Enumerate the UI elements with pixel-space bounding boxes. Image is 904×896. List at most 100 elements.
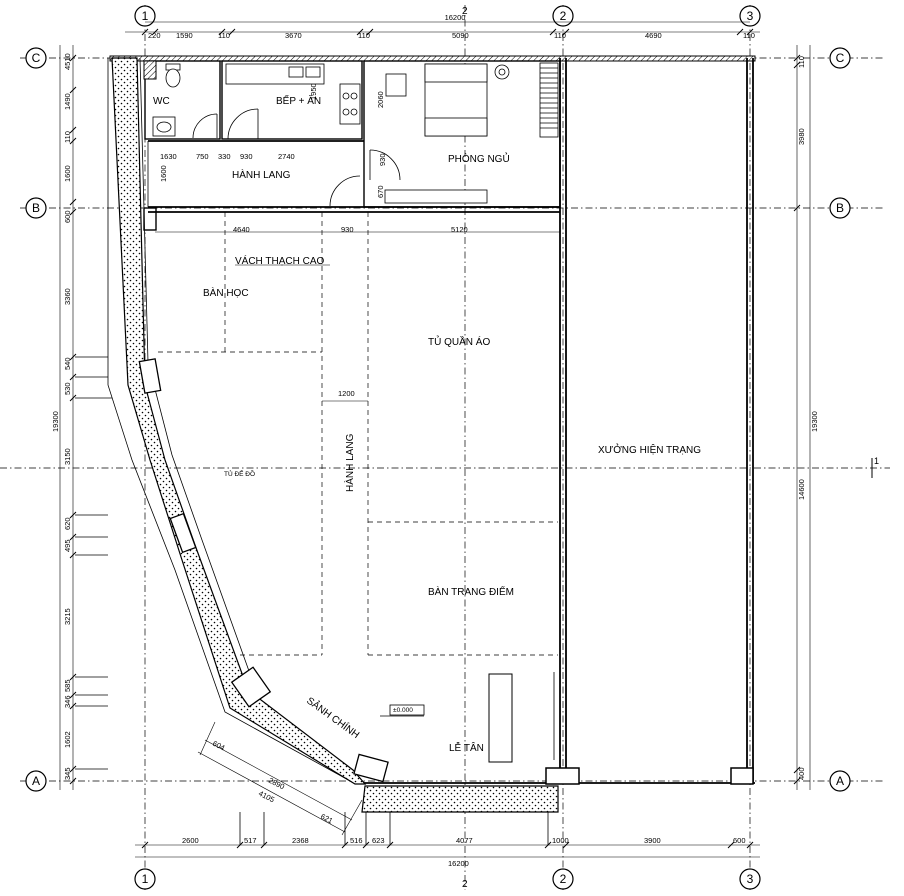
label-workshop: XƯỞNG HIỆN TRẠNG <box>598 443 701 456</box>
dim-left: 1490 <box>63 93 72 110</box>
dim-left: 345 <box>63 767 72 780</box>
dimension-tick <box>228 28 236 36</box>
dimension-tick <box>356 28 364 36</box>
label-wc: WC <box>153 96 170 107</box>
svg-text:1: 1 <box>142 872 149 886</box>
dimension-tick <box>793 54 801 62</box>
svg-text:2: 2 <box>462 879 468 890</box>
dimension-tick <box>793 61 801 69</box>
label-corridor-top: HÀNH LANG <box>232 168 291 181</box>
dim-bottom: 600 <box>733 836 746 845</box>
svg-text:1: 1 <box>874 456 879 466</box>
dimension-tick <box>69 533 77 541</box>
axis-bubble-1-bottom: 1 <box>134 868 156 890</box>
label-level: ±0.000 <box>393 707 413 714</box>
dim-interior: 2740 <box>278 152 295 161</box>
dim-left-total: 19300 <box>51 411 60 432</box>
dimension-tick <box>69 126 77 134</box>
axis-bubble-3-bottom: 3 <box>739 868 761 890</box>
dim-interior: 330 <box>218 152 231 161</box>
dim-interior: 1950 <box>309 83 318 100</box>
dim-left: 600 <box>63 210 72 223</box>
dimension-tick <box>141 28 149 36</box>
axis-bubble-a-right: A <box>829 770 851 792</box>
curved-facade-planter <box>75 57 559 845</box>
label-wardrobe: TỦ QUẦN ÁO <box>428 335 490 348</box>
label-reception: LỄ TÂN <box>449 741 484 754</box>
dimension-tick <box>69 765 77 773</box>
dimension-tick <box>366 28 374 36</box>
toilet-icon <box>165 63 181 88</box>
dim-left: 1600 <box>63 165 72 182</box>
dim-left: 3215 <box>63 608 72 625</box>
dimension-tick <box>736 28 744 36</box>
dim-left: 4510 <box>63 53 72 70</box>
dimension-tick <box>69 691 77 699</box>
dimension-texts: 16200 220 1590 110 3670 110 5090 110 469… <box>51 13 819 868</box>
dimension-tick <box>69 86 77 94</box>
dim-top: 110 <box>554 31 566 40</box>
svg-text:1: 1 <box>142 9 149 23</box>
dim-right-total: 19300 <box>810 411 819 432</box>
dim-interior: 750 <box>196 152 209 161</box>
axis-bubble-1-top: 1 <box>134 5 156 27</box>
axis-bubble-3-top: 3 <box>739 5 761 27</box>
dim-top: 1590 <box>176 31 193 40</box>
dimension-tick <box>793 777 801 785</box>
dimension-tick <box>746 841 754 849</box>
svg-text:B: B <box>32 201 40 215</box>
section-markers: 2 2 1 <box>462 6 879 890</box>
dimension-tick <box>746 28 754 36</box>
stove-icon <box>342 92 358 116</box>
axis-bubble-b-right: B <box>829 197 851 219</box>
dim-interior: 5120 <box>451 225 468 234</box>
dimension-tick <box>793 766 801 774</box>
top-rooms <box>143 60 561 213</box>
dim-diagonal: 4105 <box>257 789 276 805</box>
dim-bottom: 517 <box>244 836 257 845</box>
dim-right: 400 <box>797 767 806 780</box>
label-study: BÀN HỌC <box>203 286 249 299</box>
dimension-tick <box>549 28 557 36</box>
dimension-tick <box>69 511 77 519</box>
dim-left: 1602 <box>63 731 72 748</box>
dim-bottom-total: 16200 <box>448 859 469 868</box>
axis-bubbles: 1 2 3 1 2 3 C B A C B A <box>25 5 851 890</box>
dim-bottom: 3900 <box>644 836 661 845</box>
axis-bubble-a-left: A <box>25 770 47 792</box>
dim-diagonal: 621 <box>319 812 334 826</box>
label-kitchen: BẾP + ĂN <box>276 94 321 107</box>
dim-top: 220 <box>148 31 161 40</box>
dim-left: 620 <box>63 517 72 530</box>
dim-interior: 1630 <box>160 152 177 161</box>
dim-interior: 670 <box>376 185 385 198</box>
dim-interior: 4640 <box>233 225 250 234</box>
axis-bubble-2-bottom: 2 <box>552 868 574 890</box>
sink-icon <box>152 116 176 137</box>
dimension-tick <box>69 54 77 62</box>
dim-bottom: 1000 <box>552 836 569 845</box>
dimension-tick <box>69 702 77 710</box>
axis-bubble-2-top: 2 <box>552 5 574 27</box>
dim-left: 530 <box>63 382 72 395</box>
dimension-tick <box>69 198 77 206</box>
axis-bubble-c-left: C <box>25 47 47 69</box>
dim-bottom: 4077 <box>456 836 473 845</box>
dim-interior: 2060 <box>376 91 385 108</box>
svg-text:2: 2 <box>560 9 567 23</box>
dimension-tick <box>69 208 77 216</box>
dimension-tick <box>562 841 570 849</box>
dim-top: 110 <box>218 31 230 40</box>
dimension-tick <box>69 673 77 681</box>
svg-text:2: 2 <box>560 872 567 886</box>
dim-left: 585 <box>63 679 72 692</box>
label-bedroom: PHÒNG NGỦ <box>448 152 510 165</box>
dim-top: 110 <box>743 31 755 40</box>
dim-left: 495 <box>63 539 72 552</box>
dimension-tick <box>69 353 77 361</box>
dim-bottom: 623 <box>372 836 385 845</box>
svg-text:2: 2 <box>462 6 468 17</box>
dim-right: 3980 <box>797 128 806 145</box>
svg-text:B: B <box>836 201 844 215</box>
dim-left: 110 <box>63 131 72 143</box>
